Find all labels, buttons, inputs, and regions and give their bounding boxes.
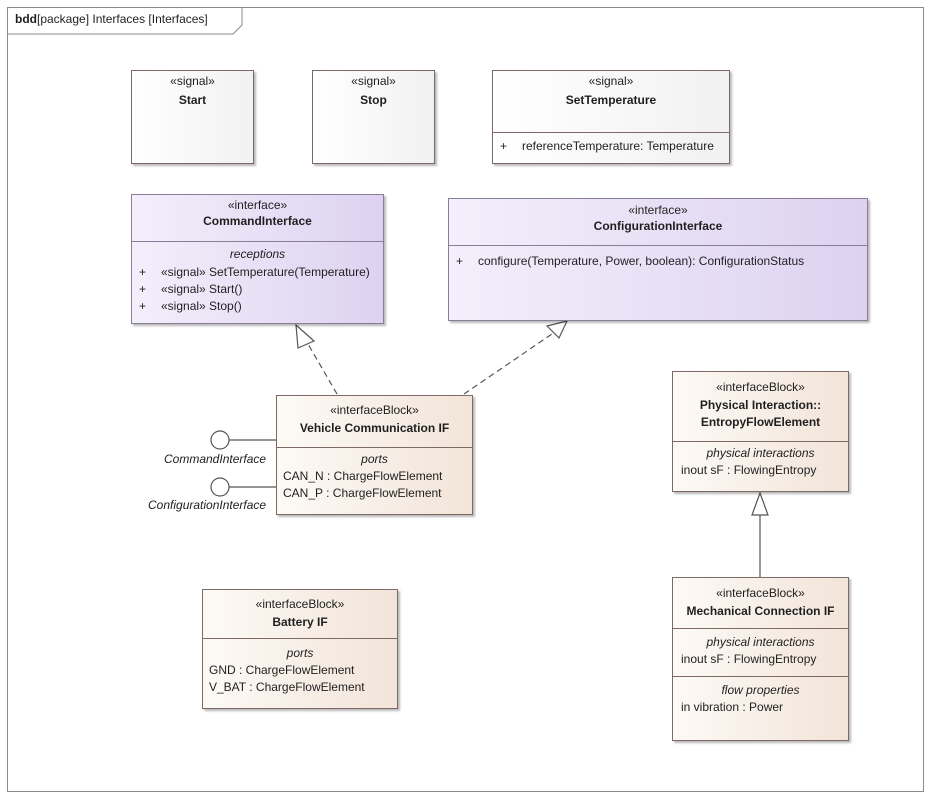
port-item[interactable]: CAN_P : ChargeFlowElement xyxy=(283,486,442,500)
frame-title: bdd[package] Interfaces [Interfaces] xyxy=(15,12,208,26)
compartment-title: flow properties xyxy=(721,683,800,697)
stereotype-label: «interface» xyxy=(227,198,288,212)
realization-command xyxy=(307,343,338,395)
flow-property-item[interactable]: in vibration : Power xyxy=(681,700,784,714)
stereotype-label: «interfaceBlock» xyxy=(716,586,805,600)
operation-item[interactable]: + configure(Temperature, Power, boolean):… xyxy=(456,253,804,270)
provided-interface-label-command: CommandInterface xyxy=(164,452,267,466)
compartment-divider xyxy=(673,441,848,442)
compartment-divider xyxy=(203,638,397,639)
port-item[interactable]: GND : ChargeFlowElement xyxy=(209,663,355,677)
realization-configuration xyxy=(463,333,553,395)
compartment-title: physical interactions xyxy=(706,446,815,460)
vehicle-communication-if-block[interactable]: «interfaceBlock» Vehicle Communication I… xyxy=(276,395,473,515)
port-item[interactable]: CAN_N : ChargeFlowElement xyxy=(283,469,443,483)
stereotype-label: «interfaceBlock» xyxy=(330,403,419,417)
visibility-marker: + xyxy=(500,139,508,153)
diagram-frame: bdd[package] Interfaces [Interfaces] xyxy=(7,7,924,792)
provided-interface-label-configuration: ConfigurationInterface xyxy=(148,498,267,512)
visibility-marker: + xyxy=(139,265,147,279)
stereotype-label: «signal» xyxy=(351,74,396,88)
lollipop-configuration-icon xyxy=(210,477,230,497)
realization-arrowhead-command xyxy=(295,323,316,349)
attribute-text: referenceTemperature: Temperature xyxy=(522,139,714,153)
block-name: CommandInterface xyxy=(203,214,312,228)
compartment-divider xyxy=(673,676,848,677)
block-name: SetTemperature xyxy=(565,93,657,107)
frame-kind: bdd xyxy=(15,12,37,26)
block-name: Start xyxy=(178,93,207,107)
ports-list: CAN_N : ChargeFlowElement CAN_P : Charge… xyxy=(283,468,442,502)
battery-if-block[interactable]: «interfaceBlock» Battery IF ports GND : … xyxy=(202,589,398,709)
reception-item[interactable]: + «signal» SetTemperature(Temperature) xyxy=(139,264,370,281)
stereotype-label: «interface» xyxy=(628,203,688,217)
stereotype-label: «signal» xyxy=(170,74,215,88)
stereotype-label: «signal» xyxy=(588,74,634,88)
port-item[interactable]: V_BAT : ChargeFlowElement xyxy=(209,680,365,694)
block-name: ConfigurationInterface xyxy=(593,219,723,233)
stereotype-label: «interfaceBlock» xyxy=(255,597,345,611)
block-name: Battery IF xyxy=(272,615,328,629)
block-name: Vehicle Communication IF xyxy=(299,421,450,435)
block-name-line1: Physical Interaction:: xyxy=(699,398,822,412)
compartment-divider xyxy=(493,132,729,133)
attribute-row[interactable]: + referenceTemperature: Temperature xyxy=(500,138,714,155)
compartment-title: ports xyxy=(361,452,388,466)
block-name: Mechanical Connection IF xyxy=(686,604,835,618)
mechanical-connection-if-block[interactable]: «interfaceBlock» Mechanical Connection I… xyxy=(672,577,849,741)
signal-settemperature-block[interactable]: «signal» SetTemperature + referenceTemper… xyxy=(492,70,730,164)
compartment-divider xyxy=(277,447,472,448)
reception-item[interactable]: + «signal» Start() xyxy=(139,281,370,298)
lollipop-command-icon xyxy=(210,430,230,450)
visibility-marker: + xyxy=(139,282,147,296)
compartment-title: physical interactions xyxy=(706,635,815,649)
block-name-line2: EntropyFlowElement xyxy=(700,415,821,429)
interaction-item[interactable]: inout sF : FlowingEntropy xyxy=(681,652,817,666)
reception-text: «signal» SetTemperature(Temperature) xyxy=(161,265,370,279)
flow-properties-list: in vibration : Power xyxy=(681,699,783,716)
generalization-arrowhead xyxy=(751,491,769,516)
command-interface-block[interactable]: «interface» CommandInterface receptions … xyxy=(131,194,384,324)
visibility-marker: + xyxy=(139,299,147,313)
frame-tab xyxy=(8,8,243,35)
ports-list: GND : ChargeFlowElement V_BAT : ChargeFl… xyxy=(209,662,365,696)
compartment-title: receptions xyxy=(229,247,286,261)
compartment-divider xyxy=(449,245,867,246)
interaction-item[interactable]: inout sF : FlowingEntropy xyxy=(681,463,817,477)
operation-text: configure(Temperature, Power, boolean): … xyxy=(478,254,805,268)
reception-text: «signal» Stop() xyxy=(161,299,242,313)
interactions-list: inout sF : FlowingEntropy xyxy=(681,462,816,479)
interactions-list: inout sF : FlowingEntropy xyxy=(681,651,816,668)
stereotype-label: «interfaceBlock» xyxy=(716,380,805,394)
visibility-marker: + xyxy=(456,254,464,268)
receptions-list: + «signal» SetTemperature(Temperature) + «… xyxy=(139,264,370,315)
configuration-interface-block[interactable]: «interface» ConfigurationInterface + conf… xyxy=(448,198,868,321)
signal-stop-block[interactable]: «signal» Stop xyxy=(312,70,435,164)
block-name: Stop xyxy=(360,93,387,107)
compartment-title: ports xyxy=(286,646,314,660)
reception-text: «signal» Start() xyxy=(161,282,243,296)
entropy-flow-element-block[interactable]: «interfaceBlock» Physical Interaction:: … xyxy=(672,371,849,492)
compartment-divider xyxy=(132,241,383,242)
reception-item[interactable]: + «signal» Stop() xyxy=(139,298,370,315)
frame-name: [package] Interfaces [Interfaces] xyxy=(37,12,208,26)
compartment-divider xyxy=(673,628,848,629)
signal-start-block[interactable]: «signal» Start xyxy=(131,70,254,164)
realization-arrowhead-configuration xyxy=(545,320,569,340)
